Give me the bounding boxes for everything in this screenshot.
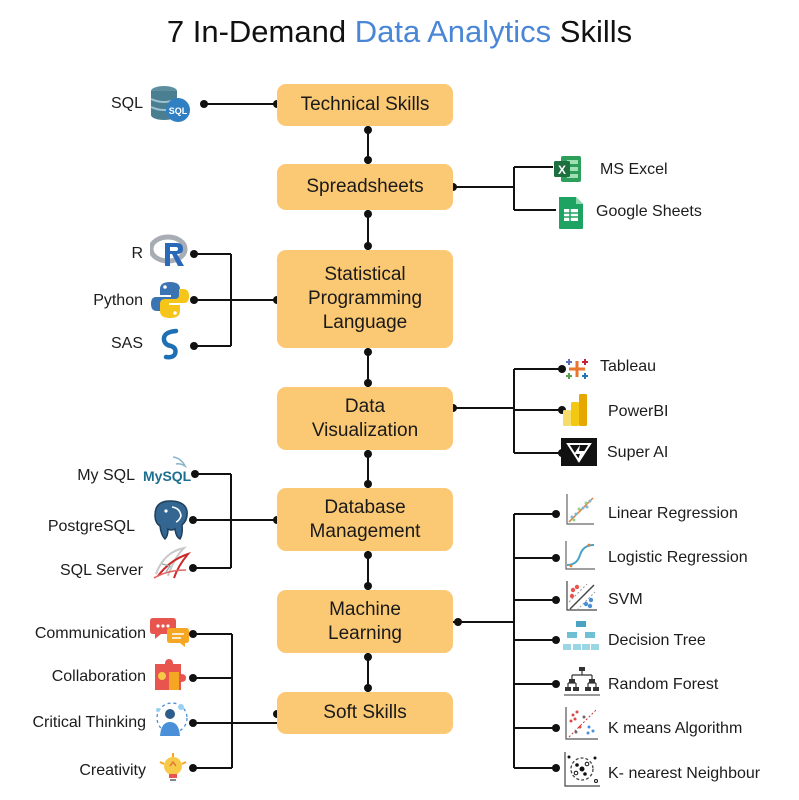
spine-dot (364, 210, 372, 218)
logistic-regression-icon (564, 539, 596, 576)
node-data-visualization: Data Visualization (277, 387, 453, 450)
k-means-icon (564, 705, 600, 746)
spine-dot (364, 582, 372, 590)
spine-dot (364, 653, 372, 661)
spine-dot (364, 126, 372, 134)
connector-dot (189, 564, 197, 572)
diagram-title: 7 In-Demand Data Analytics Skills (0, 14, 799, 50)
k-nearest-icon (563, 750, 601, 793)
leaf-sql-server: SQL Server (60, 562, 143, 579)
leaf-k-nearest: K- nearest Neighbour (608, 765, 761, 782)
thinking-person-icon (150, 700, 190, 745)
leaf-logistic-regression: Logistic Regression (608, 549, 748, 566)
connector-dot (190, 250, 198, 258)
leaf-creativity: Creativity (79, 762, 146, 779)
lightbulb-icon (158, 752, 188, 789)
spine-dot (364, 348, 372, 356)
speech-bubbles-icon (150, 614, 190, 653)
connector-dot (552, 724, 560, 732)
svg-text:SQL: SQL (169, 106, 188, 116)
connector-dot (190, 342, 198, 350)
connector-dot (191, 470, 199, 478)
leaf-sql: SQL (110, 95, 143, 112)
leaf-linear-regression: Linear Regression (608, 505, 738, 522)
tableau-icon (563, 355, 591, 388)
r-logo-icon (148, 234, 190, 275)
spine-dot (364, 551, 372, 559)
node-database-management: Database Management (277, 488, 453, 551)
leaf-mysql: My SQL (77, 467, 135, 484)
mysql-logo-icon: MySQL (143, 454, 192, 491)
sql-database-icon: SQL (148, 84, 192, 129)
excel-icon: X (553, 154, 583, 189)
powerbi-icon (561, 392, 589, 433)
connector-dot (189, 719, 197, 727)
super-ai-icon (561, 438, 597, 471)
connector-dot (552, 764, 560, 772)
leaf-collaboration: Collaboration (51, 668, 146, 685)
spine-dot (364, 156, 372, 164)
leaf-postgresql: PostgreSQL (47, 518, 135, 535)
leaf-tableau: Tableau (600, 358, 657, 375)
leaf-sas: SAS (110, 335, 143, 352)
python-logo-icon (150, 280, 190, 325)
leaf-powerbi: PowerBI (608, 403, 669, 420)
connector-dot (189, 764, 197, 772)
connector-dot (189, 516, 197, 524)
connector-dot (189, 630, 197, 638)
leaf-k-means: K means Algorithm (608, 720, 743, 737)
leaf-decision-tree: Decision Tree (608, 632, 706, 649)
puzzle-pieces-icon (151, 656, 189, 699)
leaf-random-forest: Random Forest (608, 676, 719, 693)
connector-dot (552, 554, 560, 562)
mysql-logo-text: MySQL (143, 468, 191, 484)
random-forest-icon (562, 667, 602, 702)
leaf-communication: Communication (34, 625, 146, 642)
connector-dot (552, 596, 560, 604)
leaf-critical-thinking: Critical Thinking (32, 714, 146, 731)
node-soft-skills: Soft Skills (277, 692, 453, 734)
decision-tree-icon (563, 619, 599, 658)
connector-dot (454, 618, 462, 626)
connector-dot (190, 296, 198, 304)
node-machine-learning: Machine Learning (277, 590, 453, 653)
title-prefix: 7 In-Demand (166, 14, 347, 49)
spine-dot (364, 450, 372, 458)
linear-regression-icon (565, 492, 595, 531)
connector-dot (200, 100, 208, 108)
svm-icon (564, 579, 598, 618)
leaf-r: R (131, 245, 143, 262)
node-statistical-programming: Statistical Programming Language (277, 250, 453, 348)
spine-dot (364, 379, 372, 387)
spine-dot (364, 480, 372, 488)
connector-dot (189, 674, 197, 682)
google-sheets-icon (557, 195, 585, 236)
postgresql-elephant-icon (150, 498, 192, 547)
leaf-python: Python (93, 292, 143, 309)
connector-dot (552, 636, 560, 644)
leaf-ms-excel: MS Excel (600, 161, 668, 178)
node-technical-skills: Technical Skills (277, 84, 453, 126)
title-accent: Data Analytics (354, 14, 552, 49)
title-suffix: Skills (559, 14, 633, 49)
leaf-svm: SVM (608, 591, 643, 608)
spine-dot (364, 242, 372, 250)
connector-dot (552, 680, 560, 688)
sas-logo-icon (158, 328, 184, 365)
node-spreadsheets: Spreadsheets (277, 164, 453, 210)
connector-dot (552, 510, 560, 518)
leaf-super-ai: Super AI (607, 444, 669, 461)
spine-dot (364, 684, 372, 692)
connector-dot (558, 365, 566, 373)
leaf-google-sheets: Google Sheets (596, 203, 702, 220)
sql-server-icon (150, 544, 192, 587)
svg-text:X: X (558, 163, 566, 177)
